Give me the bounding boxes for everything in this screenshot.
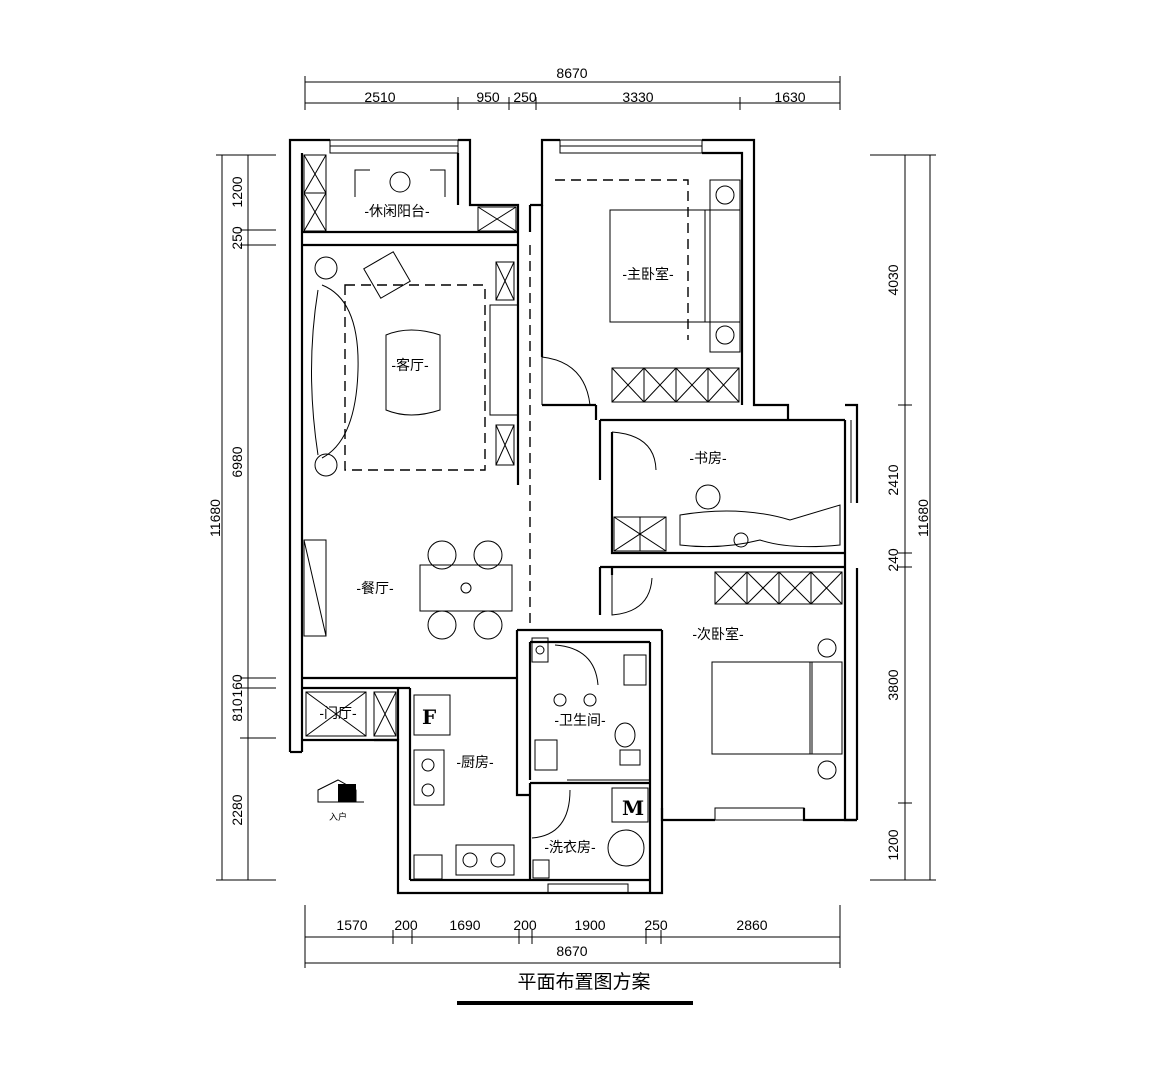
fridge-label: F xyxy=(422,705,436,729)
dim-top-4: 3330 xyxy=(622,89,653,105)
laundry-label: -洗衣房- xyxy=(544,839,596,855)
bottom-dimension-lines xyxy=(304,905,841,968)
dim-right-total: 11680 xyxy=(915,499,931,537)
kitchen-fixtures: F xyxy=(413,694,515,880)
left-dimension-lines xyxy=(216,154,276,881)
living-room-label: -客厅- xyxy=(391,357,429,373)
dim-bottom-1: 1570 xyxy=(336,917,367,933)
dim-bottom-4: 200 xyxy=(513,917,537,933)
dim-right-5: 1200 xyxy=(885,829,901,860)
master-bedroom-label: -主卧室- xyxy=(622,266,674,282)
dining-furniture xyxy=(303,539,513,640)
dim-left-5: 810 xyxy=(229,698,245,722)
foyer-label: -门厅- xyxy=(319,705,357,721)
living-room-furniture xyxy=(311,251,519,477)
dim-bottom-3: 1690 xyxy=(449,917,480,933)
dim-left-3: 6980 xyxy=(229,446,245,477)
dim-right-1: 4030 xyxy=(885,264,901,295)
bathroom-label: -卫生间- xyxy=(554,712,606,728)
washer-label: M xyxy=(622,796,644,820)
dim-top-3: 250 xyxy=(513,89,537,105)
second-bedroom-furniture xyxy=(611,571,843,780)
study-furniture xyxy=(611,431,841,552)
entrance-marker: 入户 xyxy=(317,779,364,822)
balcony-furniture xyxy=(303,154,517,232)
kitchen-label: -厨房- xyxy=(456,754,494,770)
dim-bottom-5: 1900 xyxy=(574,917,605,933)
dining-room-label: -餐厅- xyxy=(356,580,394,596)
study-label: -书房- xyxy=(689,450,727,466)
dim-left-6: 2280 xyxy=(229,794,245,825)
dim-top-total: 8670 xyxy=(556,65,587,81)
dim-right-4: 3800 xyxy=(885,669,901,700)
dim-bottom-6: 250 xyxy=(644,917,668,933)
bathroom-fixtures xyxy=(531,637,647,771)
dim-bottom-2: 200 xyxy=(394,917,418,933)
top-dimension-lines xyxy=(304,76,841,110)
dim-left-4: 160 xyxy=(229,674,245,698)
title-underline xyxy=(457,1001,693,1005)
dim-top-2: 950 xyxy=(476,89,500,105)
balcony-label: -休闲阳台- xyxy=(364,203,430,219)
laundry-fixtures: M xyxy=(531,787,649,879)
dim-right-3: 240 xyxy=(885,548,901,572)
dim-left-2: 250 xyxy=(229,226,245,250)
dim-bottom-total: 8670 xyxy=(556,943,587,959)
right-dimension-lines xyxy=(870,154,936,881)
foyer-fixtures xyxy=(305,691,397,737)
entrance-label: 入户 xyxy=(329,811,347,822)
dim-left-total: 11680 xyxy=(207,499,223,537)
plan-title: 平面布置图方案 xyxy=(517,971,650,993)
dim-top-5: 1630 xyxy=(774,89,805,105)
dim-right-2: 2410 xyxy=(885,464,901,495)
master-bedroom-furniture xyxy=(541,179,741,406)
second-bedroom-label: -次卧室- xyxy=(692,626,744,642)
exterior-walls xyxy=(288,138,859,895)
dim-left-1: 1200 xyxy=(229,176,245,207)
dim-top-1: 2510 xyxy=(364,89,395,105)
dim-bottom-7: 2860 xyxy=(736,917,767,933)
interior-walls xyxy=(302,205,847,880)
